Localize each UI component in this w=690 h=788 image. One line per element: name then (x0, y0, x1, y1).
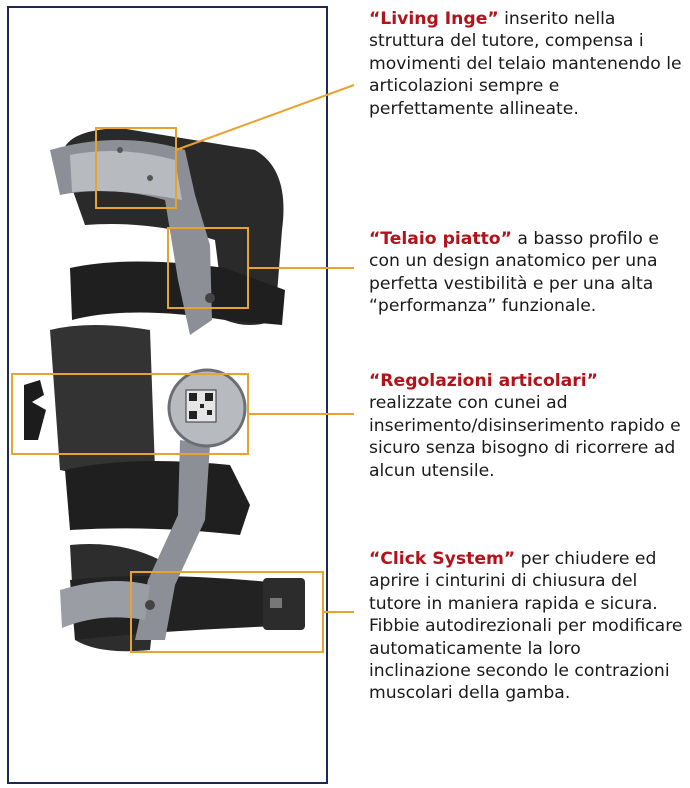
callout-text: per chiudere ed aprire i cinturini di ch… (369, 549, 683, 704)
callout-text: a basso profilo e con un design anatomic… (369, 229, 659, 317)
callout-box-living-inge (95, 127, 177, 209)
frame-highlight (70, 151, 182, 200)
leader-line-1 (175, 84, 355, 151)
callout-title: “Click System” (369, 549, 516, 569)
callout-regolazioni: “Regolazioni articolari” realizzate con … (369, 370, 684, 482)
callout-living-inge: “Living Inge” inserito nella struttura d… (369, 8, 684, 120)
calf-strap (65, 461, 250, 535)
callout-telaio-piatto: “Telaio piatto” a basso profilo e con un… (369, 228, 684, 318)
callout-text: inserito nella struttura del tutore, com… (369, 9, 682, 119)
lower-frame-side (60, 581, 150, 628)
callout-title: “Telaio piatto” (369, 229, 512, 249)
middle-pad (50, 325, 155, 475)
thigh-strap-upper (70, 261, 285, 325)
callout-text: realizzate con cunei ad inserimento/disi… (369, 393, 681, 481)
buckle (263, 578, 305, 630)
knee-brace-image (24, 128, 305, 652)
callout-title: “Living Inge” (369, 9, 499, 29)
callout-title: “Regolazioni articolari” (369, 371, 598, 391)
callout-click-system: “Click System” per chiudere ed aprire i … (369, 548, 684, 705)
lower-frame (135, 440, 210, 640)
wedge-part (24, 380, 46, 440)
